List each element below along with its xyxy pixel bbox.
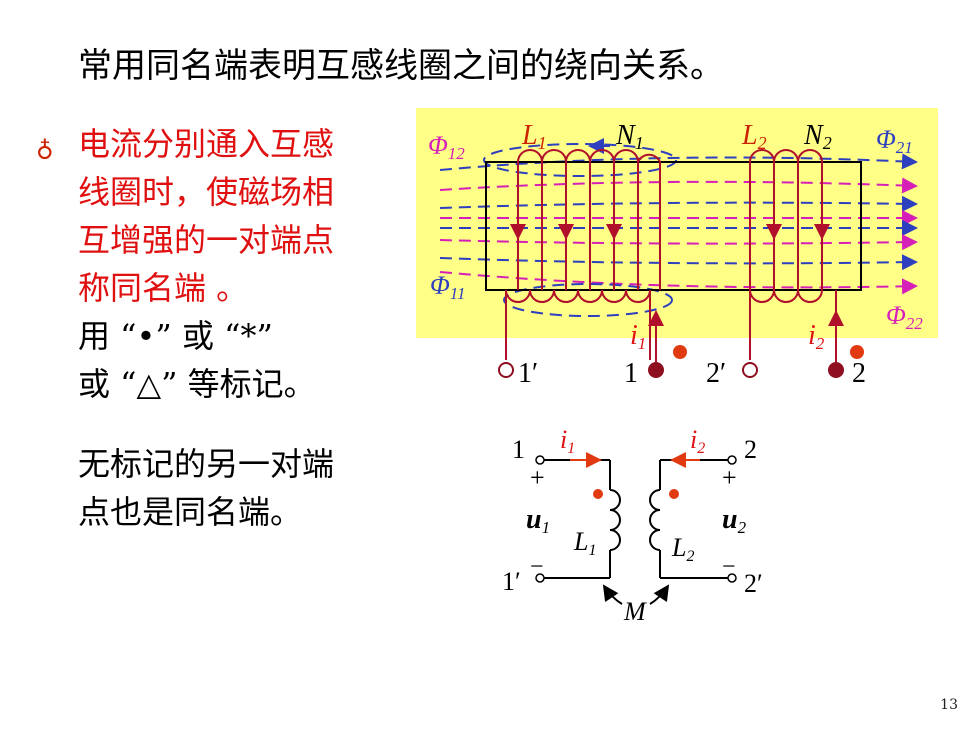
page-number: 13 [940,697,958,713]
definition-paragraph: 电流分别通入互感 线圈时，使磁场相 互增强的一对端点 称同名端 。 [78,120,378,312]
label-M: M [623,597,647,626]
definition-line: 电流分别通入互感 [78,125,335,163]
label-lower-1p: 1′ [502,567,521,596]
magnetic-core [485,161,862,291]
definition-line: 互增强的一对端点 [78,221,335,259]
label-u2: u2 [722,504,747,537]
terminal-1p [498,362,514,378]
label-L2: L2 [741,120,767,153]
label-plus-right: + [722,463,737,492]
label-plus-left: + [530,463,545,492]
marks-line: 用 “•” 或 “*” [78,317,273,355]
marks-line: 或 “△” 等标记。 [78,365,316,403]
note-line: 无标记的另一对端 [78,445,335,483]
note-paragraph: 无标记的另一对端 点也是同名端。 [78,440,334,536]
terminal-1 [648,362,664,378]
label-lower-1: 1 [512,435,525,464]
label-minus-right: − [722,554,736,580]
label-i1: i1 [630,320,646,353]
label-i2: i2 [808,320,825,353]
label-terminal-1p: 1′ [518,358,538,389]
label-phi21: Φ21 [876,125,913,157]
terminal-2 [828,362,844,378]
slide-title: 常用同名端表明互感线圈之间的绕向关系。 [78,46,724,86]
note-line: 点也是同名端。 [78,493,303,531]
label-L1: L1 [521,120,547,153]
definition-line: 线圈时，使磁场相 [78,173,335,211]
label-lower-i2: i2 [690,425,705,457]
dot-mark-right [669,489,679,499]
yellow-panel [416,108,938,338]
label-N1: N1 [615,120,644,153]
dot-mark-left [593,489,603,499]
label-phi12: Φ12 [428,131,465,163]
dot-mark-1 [673,345,687,359]
label-terminal-2p: 2′ [706,358,726,389]
label-minus-left: − [530,554,544,580]
label-phi22: Φ22 [886,301,923,333]
label-lower-i1: i1 [560,425,575,457]
label-terminal-2: 2 [852,358,866,389]
label-lower-2p: 2′ [744,569,763,598]
label-lower-2: 2 [744,435,757,464]
label-phi11: Φ11 [430,271,466,303]
bullet-icon: ♁ [36,134,54,162]
label-lower-L2: L2 [671,533,694,565]
label-N2: N2 [803,120,832,153]
label-terminal-1: 1 [624,358,638,389]
coil-2 [749,149,837,360]
label-u1: u1 [526,504,550,537]
coil-1 [505,149,661,360]
dot-mark-2 [850,345,864,359]
label-lower-L1: L1 [573,527,596,559]
terminal-2p [742,362,758,378]
definition-line: 称同名端 。 [78,269,249,307]
flux-lines [439,138,918,317]
marks-paragraph: 用 “•” 或 “*” 或 “△” 等标记。 [78,312,316,408]
